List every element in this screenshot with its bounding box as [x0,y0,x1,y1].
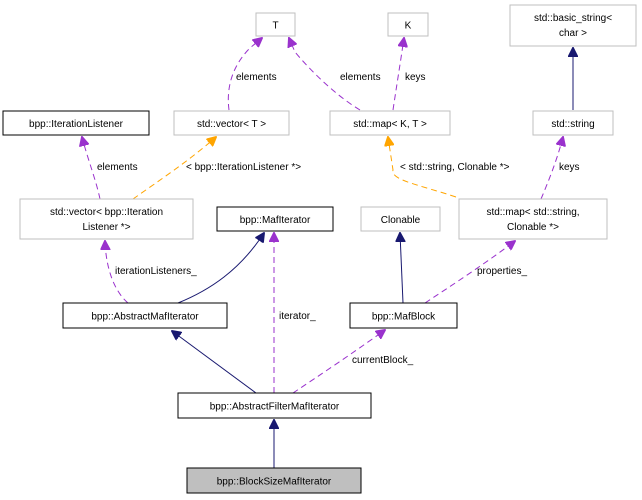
node-vector-T-label: std::vector< T > [197,119,266,130]
node-maf-iterator[interactable]: bpp::MafIterator [216,206,334,232]
node-K[interactable]: K [387,12,429,37]
node-clonable-label: Clonable [381,215,421,226]
node-maf-iterator-label: bpp::MafIterator [240,215,311,226]
edge-mafblock-to-mapSC [424,241,515,304]
node-abstract-maf-iterator-label: bpp::AbstractMafIterator [91,312,199,323]
edge-vecListener-to-listener [82,137,101,200]
label-mapKT-keys: keys [405,72,426,83]
edge-vectorT-to-T [227,38,262,111]
node-basic-string-label-1: std::basic_string< [534,13,612,24]
node-std-string[interactable]: std::string [532,110,614,136]
node-map-KT[interactable]: std::map< K, T > [329,110,451,136]
edge-mapKT-to-T [289,38,361,111]
node-map-string-clonable-label-1: std::map< std::string, [486,207,579,218]
label-vecListener-elements: elements [97,162,138,173]
node-map-string-clonable-label-2: Clonable *> [507,222,559,233]
node-block-size-maf-iterator-label: bpp::BlockSizeMafIterator [217,477,332,488]
node-abstract-maf-iterator[interactable]: bpp::AbstractMafIterator [62,302,228,329]
label-mapSC-keys: keys [559,162,580,173]
node-abstract-filter-maf-iterator-label: bpp::AbstractFilterMafIterator [210,402,340,413]
node-clonable[interactable]: Clonable [360,206,441,232]
node-T[interactable]: T [255,12,296,37]
edge-mapKT-to-K [392,38,404,111]
label-iterator: iterator_ [279,311,316,322]
node-map-string-clonable[interactable]: std::map< std::string, Clonable *> [458,198,608,240]
edge-filter-to-mafblock [292,330,385,394]
edge-abstract-to-vecListener [105,241,129,304]
node-iteration-listener-label: bpp::IterationListener [29,119,124,130]
node-abstract-filter-maf-iterator[interactable]: bpp::AbstractFilterMafIterator [177,392,372,419]
node-std-string-label: std::string [551,119,594,130]
node-maf-block-label: bpp::MafBlock [372,312,436,323]
edge-filter-to-abstract [172,331,257,394]
edge-mapSC-to-string [540,137,563,200]
node-T-label: T [272,21,278,32]
node-K-label: K [405,21,412,32]
node-vector-listener[interactable]: std::vector< bpp::Iteration Listener *> [19,198,194,240]
node-vector-listener-label-2: Listener *> [82,222,130,233]
node-vector-listener-label-1: std::vector< bpp::Iteration [50,207,163,218]
edge-vecListener-to-vectorT [132,137,216,200]
node-basic-string[interactable]: std::basic_string< char > [509,4,637,47]
label-properties: properties_ [477,266,527,277]
label-vectorT-elements: elements [236,72,277,83]
label-vecListener-template: < bpp::IterationListener *> [186,162,301,173]
node-vector-T[interactable]: std::vector< T > [173,110,290,136]
edge-abstract-to-mafiterator [177,233,264,304]
label-iterationListeners: iterationListeners_ [115,266,197,277]
label-mapKT-elements: elements [340,72,381,83]
node-iteration-listener[interactable]: bpp::IterationListener [2,110,150,136]
node-block-size-maf-iterator[interactable]: bpp::BlockSizeMafIterator [186,467,362,494]
label-mapSC-template: < std::string, Clonable *> [400,162,510,173]
label-currentBlock: currentBlock_ [352,355,414,366]
edge-mapSC-to-mapKT [388,137,457,198]
node-basic-string-label-2: char > [559,28,587,39]
node-maf-block[interactable]: bpp::MafBlock [349,302,458,329]
node-map-KT-label: std::map< K, T > [353,119,427,130]
edge-mafblock-to-clonable [400,233,403,304]
